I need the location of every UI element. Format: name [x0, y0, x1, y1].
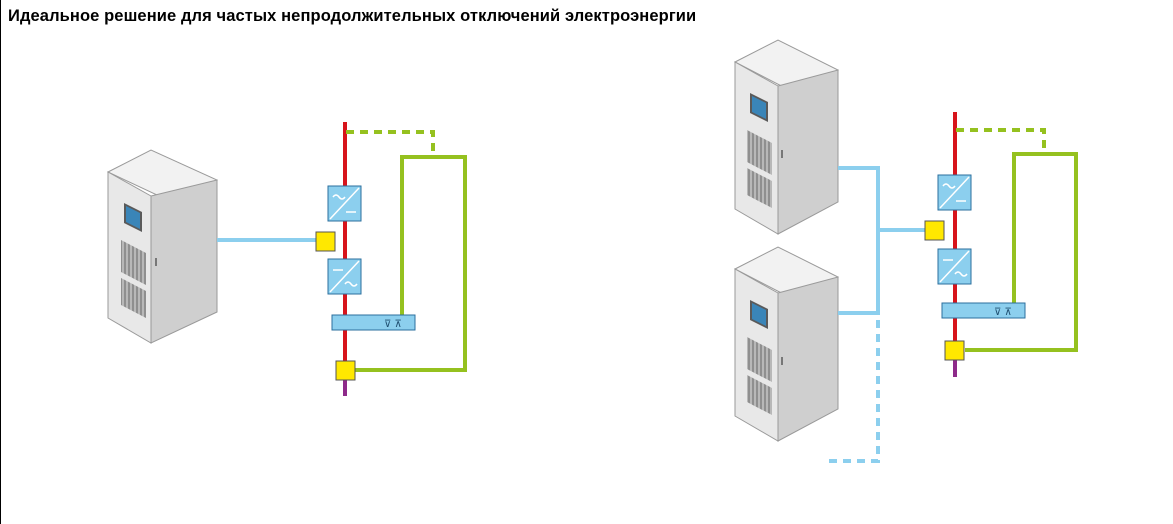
output-switch — [335, 360, 356, 381]
battery-cabinet-icon — [733, 39, 840, 235]
battery-switch — [924, 220, 945, 241]
static-switch-icon: ⊽ ⊼ — [941, 302, 1026, 319]
svg-text:⊽ ⊼: ⊽ ⊼ — [994, 307, 1012, 318]
left-scheme: ⊽ ⊼ — [106, 122, 467, 396]
dc-ac-converter-icon — [327, 258, 362, 295]
bypass-dashed-line — [346, 130, 435, 155]
ac-dc-converter-icon — [937, 174, 972, 211]
bypass-return-line — [965, 152, 1078, 352]
output-switch — [944, 340, 965, 361]
page-title: Идеальное решение для частых непродолжит… — [8, 7, 697, 25]
ac-dc-converter-icon — [327, 185, 362, 222]
static-switch-icon: ⊽ ⊼ — [331, 314, 416, 331]
dc-ac-converter-icon — [937, 248, 972, 285]
right-scheme: ⊽ ⊼ — [733, 39, 1078, 463]
svg-text:⊽ ⊼: ⊽ ⊼ — [384, 319, 402, 330]
bypass-line — [1012, 152, 1046, 304]
bypass-dashed-line — [956, 128, 1046, 152]
battery-cabinet-icon — [733, 246, 840, 442]
battery-cabinet-icon — [106, 149, 219, 344]
battery-switch — [315, 231, 336, 252]
bypass-return-line — [355, 155, 467, 372]
battery-expansion-line — [825, 320, 880, 463]
battery-line — [838, 166, 880, 315]
bypass-line — [400, 155, 435, 316]
